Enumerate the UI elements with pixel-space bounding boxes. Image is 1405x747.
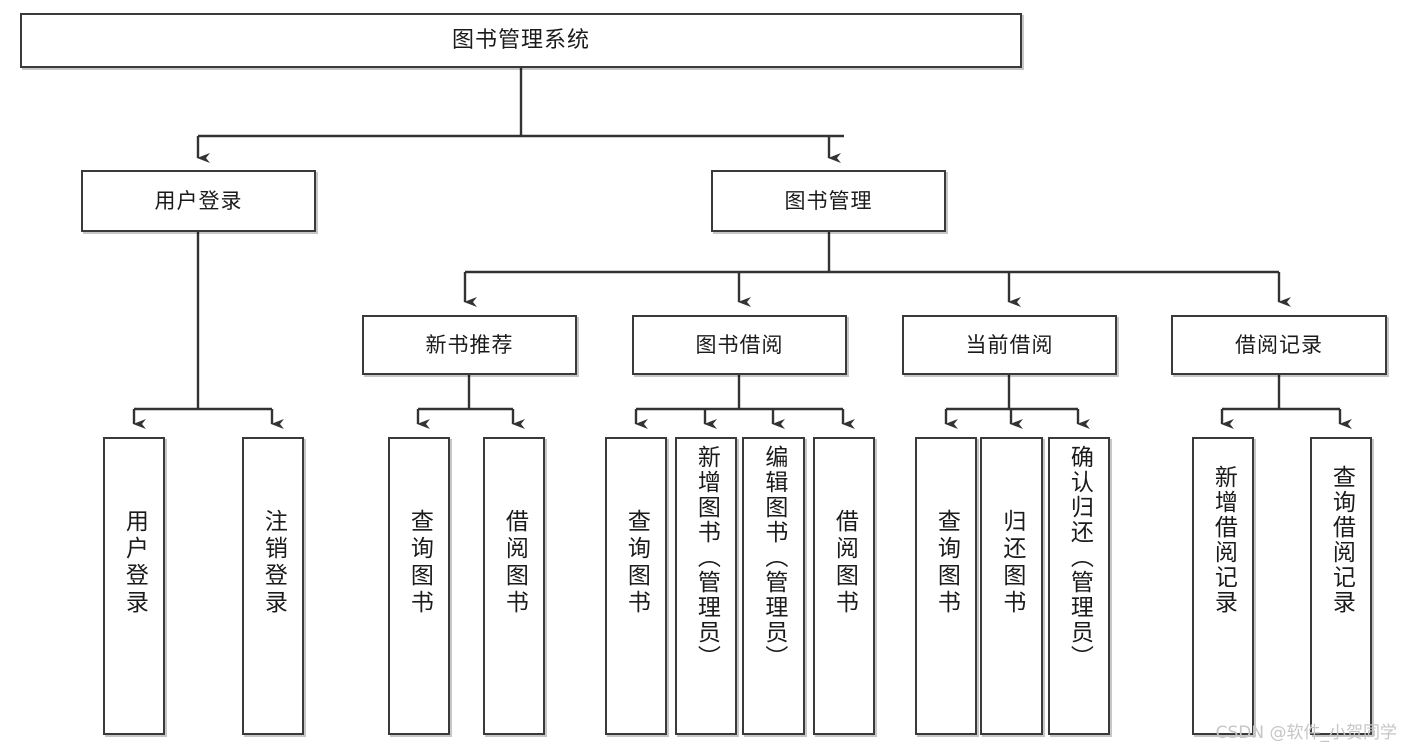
- node-current-borrow-label: 当前借阅: [965, 332, 1054, 357]
- leaf-logout-login[interactable]: 注销登录: [242, 437, 304, 735]
- node-book-management[interactable]: 图书管理: [711, 170, 946, 232]
- leaf-query-book-3[interactable]: 查询图书: [915, 437, 977, 735]
- leaf-query-book-3-label: 查询图书: [933, 509, 960, 617]
- node-root[interactable]: 图书管理系统: [20, 13, 1022, 68]
- leaf-return-book-label: 归还图书: [998, 509, 1025, 617]
- leaf-borrow-book-2[interactable]: 借阅图书: [813, 437, 875, 735]
- node-book-management-label: 图书管理: [784, 188, 873, 213]
- leaf-add-record-label: 新增借阅记录: [1210, 465, 1237, 615]
- node-user-login-label: 用户登录: [154, 188, 243, 213]
- leaf-query-book-1[interactable]: 查询图书: [388, 437, 450, 735]
- leaf-query-book-1-label: 查询图书: [406, 509, 433, 617]
- leaf-confirm-return[interactable]: 确认归还（管理员）: [1048, 437, 1110, 735]
- leaf-borrow-book-1[interactable]: 借阅图书: [483, 437, 545, 735]
- watermark: CSDN @软件_小贺同学: [1215, 723, 1397, 743]
- leaf-edit-book-label: 编辑图书（管理员）: [760, 445, 787, 670]
- node-borrow-record-label: 借阅记录: [1235, 332, 1323, 357]
- node-borrow-record[interactable]: 借阅记录: [1171, 315, 1387, 375]
- leaf-query-record-label: 查询借阅记录: [1328, 465, 1355, 615]
- node-root-label: 图书管理系统: [451, 27, 590, 53]
- leaf-borrow-book-1-label: 借阅图书: [501, 509, 528, 617]
- node-new-book-recommend[interactable]: 新书推荐: [362, 315, 577, 375]
- leaf-user-login[interactable]: 用户登录: [103, 437, 165, 735]
- leaf-confirm-return-label: 确认归还（管理员）: [1066, 445, 1093, 670]
- leaf-add-record[interactable]: 新增借阅记录: [1192, 437, 1254, 735]
- node-new-book-recommend-label: 新书推荐: [425, 332, 514, 357]
- leaf-edit-book[interactable]: 编辑图书（管理员）: [742, 437, 805, 735]
- node-book-borrow-label: 图书借阅: [695, 332, 784, 357]
- node-user-login[interactable]: 用户登录: [81, 170, 316, 232]
- leaf-query-book-2-label: 查询图书: [623, 509, 650, 617]
- node-book-borrow[interactable]: 图书借阅: [632, 315, 847, 375]
- leaf-query-record[interactable]: 查询借阅记录: [1310, 437, 1372, 735]
- leaf-add-book-label: 新增图书（管理员）: [693, 445, 720, 670]
- node-current-borrow[interactable]: 当前借阅: [902, 315, 1117, 375]
- leaf-user-login-label: 用户登录: [121, 509, 148, 617]
- leaf-add-book[interactable]: 新增图书（管理员）: [675, 437, 737, 735]
- leaf-return-book[interactable]: 归还图书: [980, 437, 1043, 735]
- leaf-query-book-2[interactable]: 查询图书: [605, 437, 667, 735]
- leaf-logout-login-label: 注销登录: [260, 509, 287, 617]
- leaf-borrow-book-2-label: 借阅图书: [831, 509, 858, 617]
